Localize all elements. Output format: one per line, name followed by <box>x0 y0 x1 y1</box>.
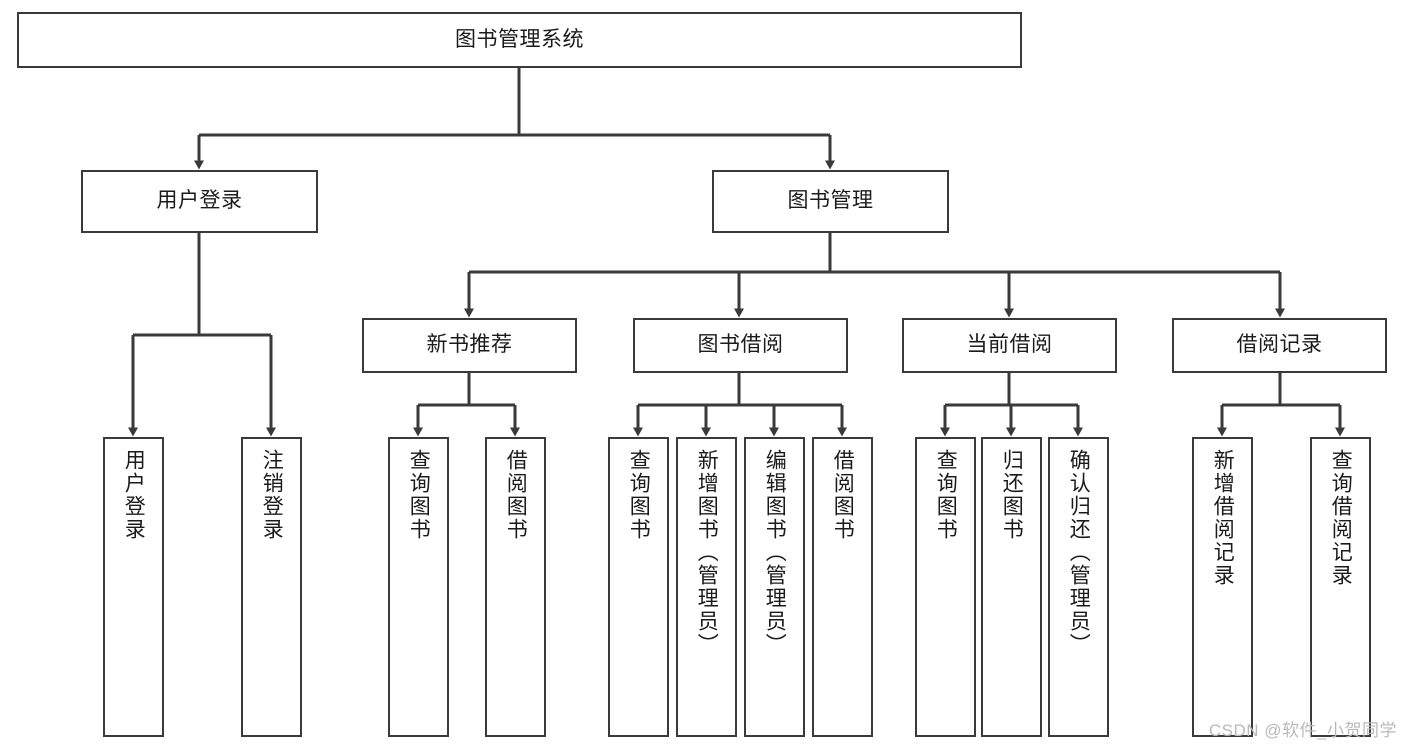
csdn-watermark: CSDN @软件_小贺同学 <box>1208 721 1397 740</box>
node-leaf-query-book-2-label: 查询图书 <box>627 449 651 541</box>
node-leaf-borrow-book-1[interactable]: 借阅图书 <box>485 437 546 737</box>
node-leaf-add-book[interactable]: 新增图书（管理员） <box>676 437 737 737</box>
node-leaf-user-logout[interactable]: 注销登录 <box>241 437 302 737</box>
node-book-borrow[interactable]: 图书借阅 <box>633 318 848 373</box>
node-leaf-query-book-3[interactable]: 查询图书 <box>915 437 976 737</box>
node-leaf-borrow-book-2[interactable]: 借阅图书 <box>812 437 873 737</box>
node-leaf-query-record-label: 查询借阅记录 <box>1329 449 1353 587</box>
node-leaf-user-logout-label: 注销登录 <box>260 449 284 541</box>
node-book-borrow-label: 图书借阅 <box>697 333 784 357</box>
node-leaf-add-record-label: 新增借阅记录 <box>1211 449 1235 587</box>
node-leaf-return-book-label: 归还图书 <box>1000 449 1024 541</box>
node-leaf-confirm-return-label: 确认归还（管理员） <box>1067 449 1091 656</box>
node-borrow-record-label: 借阅记录 <box>1236 333 1323 357</box>
node-leaf-user-login-label: 用户登录 <box>122 449 146 541</box>
node-leaf-query-book-3-label: 查询图书 <box>934 449 958 541</box>
node-leaf-add-book-label: 新增图书（管理员） <box>695 449 719 656</box>
node-leaf-query-record[interactable]: 查询借阅记录 <box>1310 437 1371 737</box>
node-book-manage[interactable]: 图书管理 <box>712 170 949 233</box>
node-current-borrow[interactable]: 当前借阅 <box>902 318 1117 373</box>
node-leaf-query-book-1[interactable]: 查询图书 <box>388 437 449 737</box>
node-leaf-query-book-1-label: 查询图书 <box>407 449 431 541</box>
node-root-label: 图书管理系统 <box>455 27 584 51</box>
node-book-manage-label: 图书管理 <box>787 189 874 213</box>
node-current-borrow-label: 当前借阅 <box>966 333 1053 357</box>
node-leaf-edit-book-label: 编辑图书（管理员） <box>763 449 787 656</box>
node-root[interactable]: 图书管理系统 <box>17 12 1022 68</box>
node-leaf-edit-book[interactable]: 编辑图书（管理员） <box>744 437 805 737</box>
node-leaf-borrow-book-2-label: 借阅图书 <box>831 449 855 541</box>
node-leaf-user-login[interactable]: 用户登录 <box>103 437 164 737</box>
node-leaf-query-book-2[interactable]: 查询图书 <box>608 437 669 737</box>
node-leaf-borrow-book-1-label: 借阅图书 <box>504 449 528 541</box>
node-user-login[interactable]: 用户登录 <box>81 170 318 233</box>
node-leaf-confirm-return[interactable]: 确认归还（管理员） <box>1048 437 1109 737</box>
node-new-book-recommend[interactable]: 新书推荐 <box>362 318 577 373</box>
node-user-login-label: 用户登录 <box>156 189 243 213</box>
node-new-book-recommend-label: 新书推荐 <box>426 333 513 357</box>
node-borrow-record[interactable]: 借阅记录 <box>1172 318 1387 373</box>
node-leaf-add-record[interactable]: 新增借阅记录 <box>1192 437 1253 737</box>
node-leaf-return-book[interactable]: 归还图书 <box>981 437 1042 737</box>
